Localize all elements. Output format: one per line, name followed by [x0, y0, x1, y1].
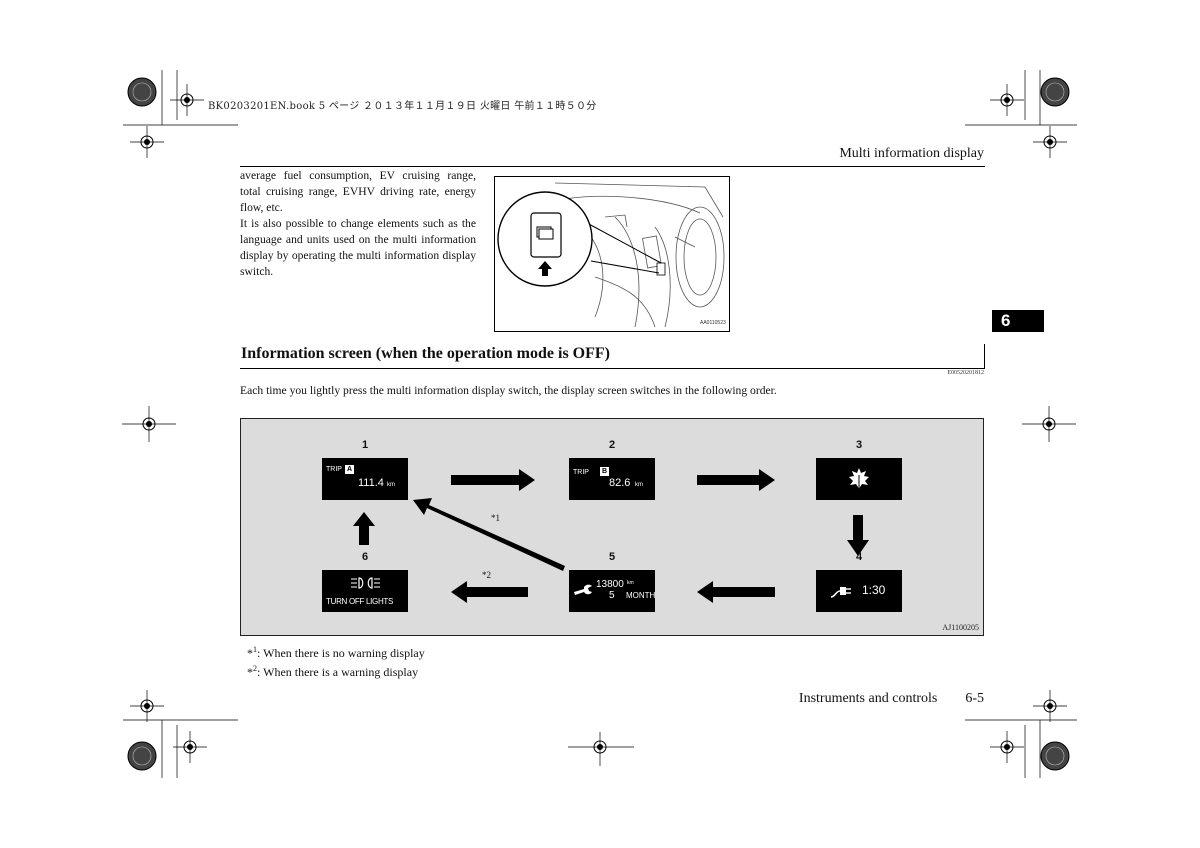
screen-service-reminder: 13800 km 5 MONTH — [569, 570, 655, 612]
footer-section: Instruments and controls — [798, 691, 938, 706]
wrench-icon — [574, 584, 592, 595]
turn-off-lights-text: TURN OFF LIGHTS — [326, 597, 394, 606]
arrow-note-1: *1 — [491, 513, 500, 523]
section-body-text: Each time you lightly press the multi in… — [240, 384, 777, 397]
headlight-icon — [351, 577, 380, 589]
trip-label: TRIP — [573, 469, 589, 476]
trip-a-unit: km — [387, 482, 395, 488]
screen-trip-a: TRIP A 111.4 km — [322, 458, 408, 500]
arrow-note-2: *2 — [482, 570, 491, 580]
registration-mark-top-right — [965, 70, 1080, 180]
section-title: Information screen (when the operation m… — [241, 345, 610, 362]
arrow-5-to-1 — [413, 498, 565, 571]
step-number-1: 1 — [361, 439, 369, 451]
trip-a-badge: A — [345, 465, 354, 474]
header-rule — [240, 166, 985, 167]
intro-paragraph-2: It is also possible to change elements s… — [240, 217, 476, 278]
intro-paragraph-1: average fuel consumption, EV cruising ra… — [240, 169, 476, 214]
footnote-2-mark: * — [247, 665, 253, 679]
registration-mark-left-middle — [122, 406, 178, 442]
print-header-line: BK0203201EN.book 5 ページ ２０１３年１１月１９日 火曜日 午… — [208, 101, 597, 112]
switch-location-illustration: AA0110523 — [494, 176, 730, 332]
illustration-code: AA0110523 — [700, 320, 726, 326]
diagram-code: AJ1100205 — [942, 623, 979, 632]
step-number-4: 4 — [855, 551, 863, 563]
registration-mark-top-left — [120, 70, 240, 180]
service-distance-unit: km — [627, 580, 634, 586]
footnote-2-sup: 2 — [253, 664, 257, 673]
charge-time-value: 1:30 — [862, 583, 886, 597]
service-month-value: 5 — [609, 590, 615, 601]
arrow-6-to-1 — [353, 512, 375, 545]
footnote-1: *1: When there is no warning display — [247, 645, 425, 661]
registration-mark-right-middle — [1022, 406, 1078, 442]
footnote-1-sup: 1 — [253, 645, 257, 654]
leaf-icon — [849, 468, 869, 490]
trip-b-badge: B — [600, 467, 609, 476]
arrow-3-to-4 — [847, 515, 869, 556]
charging-plug-icon — [830, 587, 851, 598]
screen-charge-time: 1:30 — [816, 570, 902, 612]
arrow-1-to-2 — [451, 469, 535, 491]
trip-b-distance: 82.6 — [609, 477, 631, 489]
step-number-3: 3 — [855, 439, 863, 451]
footnote-1-text: : When there is no warning display — [257, 646, 425, 660]
page-header-title: Multi information display — [839, 146, 984, 161]
trip-b-unit: km — [635, 482, 643, 488]
step-number-6: 6 — [361, 551, 369, 563]
screen-trip-b: TRIP B 82.6 km — [569, 458, 655, 500]
chapter-tab: 6 — [992, 310, 1044, 332]
service-month-unit: MONTH — [626, 591, 656, 600]
trip-label: TRIP — [326, 466, 342, 473]
registration-mark-bottom-right — [965, 690, 1080, 780]
screen-turn-off-lights: TURN OFF LIGHTS — [322, 570, 408, 612]
footnote-2: *2: When there is a warning display — [247, 664, 418, 680]
registration-mark-bottom-center — [568, 732, 634, 766]
arrow-4-to-5 — [697, 581, 775, 603]
intro-text: average fuel consumption, EV cruising ra… — [240, 168, 476, 280]
service-distance-value: 13800 — [596, 579, 624, 590]
footnote-2-text: : When there is a warning display — [257, 665, 419, 679]
step-number-2: 2 — [608, 439, 616, 451]
display-order-diagram: 1 2 3 4 5 6 TRIP A 111.4 km TRIP B 82.6 … — [240, 418, 984, 636]
trip-a-distance: 111.4 — [358, 477, 384, 489]
step-number-5: 5 — [608, 551, 616, 563]
section-rule-vertical — [984, 344, 985, 369]
page-footer: Instruments and controls 6-5 — [799, 691, 984, 707]
footnote-1-mark: * — [247, 646, 253, 660]
arrow-2-to-3 — [697, 469, 775, 491]
section-code: E00520201812 — [947, 370, 984, 376]
screen-eco-leaf — [816, 458, 902, 500]
registration-mark-bottom-left — [120, 690, 240, 780]
page-number: 6-5 — [965, 691, 984, 706]
arrow-5-to-6 — [451, 581, 528, 603]
section-rule — [240, 368, 985, 369]
